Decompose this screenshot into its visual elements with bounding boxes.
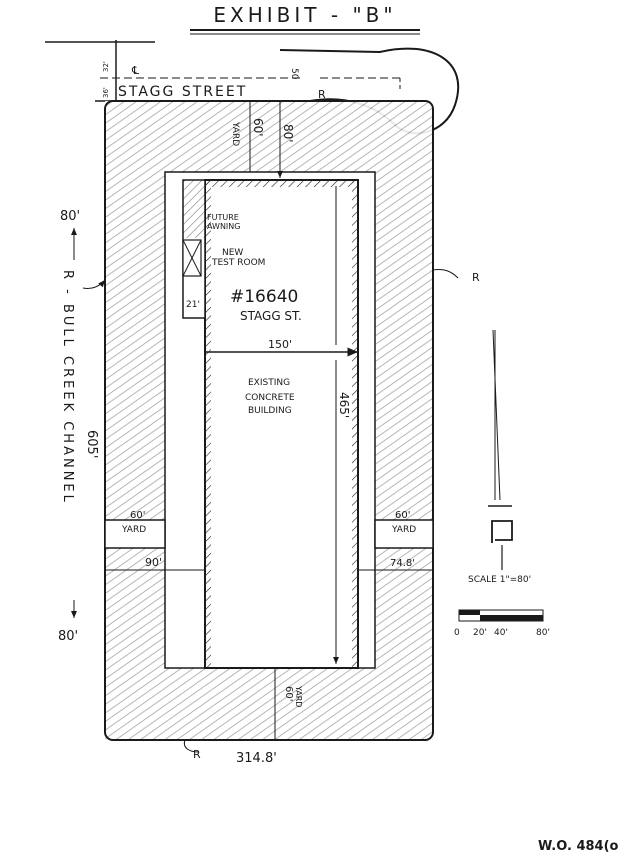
bottom-property-line-mark: R xyxy=(193,748,201,761)
scale-tick-80: 80' xyxy=(536,628,550,638)
left-length: 605' xyxy=(84,430,99,458)
building-length: 465' xyxy=(337,392,351,418)
left-yard-label: YARD xyxy=(121,525,146,535)
rear-yard-depth: 60' xyxy=(283,686,294,701)
north-arrow-icon xyxy=(488,329,513,570)
building-desc-3: BUILDING xyxy=(248,406,292,416)
right-yard-width: 60' xyxy=(395,510,410,521)
right-yard-label: YARD xyxy=(391,525,416,535)
right-setback: 74.8' xyxy=(390,558,415,569)
left-side-label: R - BULL CREEK CHANNEL xyxy=(60,270,75,505)
building-width: 150' xyxy=(268,338,292,351)
rear-yard-label: YARD xyxy=(294,685,303,707)
scale-bar: SCALE 1"=80' 0 20' 40' 80' xyxy=(454,575,550,638)
left-top-dim: 80' xyxy=(60,209,80,224)
street-property-line-mark: R xyxy=(318,88,326,101)
test-room-line-1: NEW xyxy=(222,248,243,258)
street-name: STAGG STREET xyxy=(118,84,247,100)
work-order-number: W.O. 484(o xyxy=(538,839,619,854)
address-number: #16640 xyxy=(230,287,298,307)
stagg-street: STAGG STREET 32' 36' ℄ 50 R xyxy=(45,40,460,135)
future-awning-line-2: AWNING xyxy=(207,222,240,231)
front-yard-depth: 60' xyxy=(251,118,265,137)
scale-tick-20: 20' xyxy=(473,628,487,638)
radius-label: 50 xyxy=(289,68,299,80)
scale-label: SCALE 1"=80' xyxy=(468,575,531,585)
front-yard-label: YARD xyxy=(230,121,240,146)
right-property-line-mark: R xyxy=(472,271,480,284)
left-bottom-dim: 80' xyxy=(58,629,78,644)
bottom-width: 314.8' xyxy=(236,751,277,766)
exhibit-title-text: EXHIBIT - "B" xyxy=(213,3,396,27)
future-awning-line-1: FUTURE xyxy=(207,213,239,222)
existing-building: FUTURE AWNING NEW TEST ROOM #16640 STAGG… xyxy=(182,179,359,669)
left-setback: 90' xyxy=(145,556,162,569)
annex-width: 21' xyxy=(186,300,200,310)
left-side-dimensions: 80' 80' R - BULL CREEK CHANNEL 605' xyxy=(58,209,106,644)
row-width-upper: 32' xyxy=(102,61,110,72)
building-desc-1: EXISTING xyxy=(248,378,290,388)
street-setback: 80' xyxy=(281,124,295,143)
yard-dimensions: YARD 60' 80' 60' YARD 60' YARD 90' 74.8'… xyxy=(105,101,480,766)
property-boundary xyxy=(104,100,434,741)
centerline-mark: ℄ xyxy=(131,64,139,77)
exhibit-title: EXHIBIT - "B" xyxy=(190,3,420,35)
test-room-line-2: TEST ROOM xyxy=(211,258,265,268)
building-desc-2: CONCRETE xyxy=(245,393,295,403)
scale-tick-40: 40' xyxy=(494,628,508,638)
address-street: STAGG ST. xyxy=(240,309,302,323)
left-yard-width: 60' xyxy=(130,510,145,521)
row-width-lower: 36' xyxy=(102,87,110,98)
scale-tick-0: 0 xyxy=(454,628,460,638)
